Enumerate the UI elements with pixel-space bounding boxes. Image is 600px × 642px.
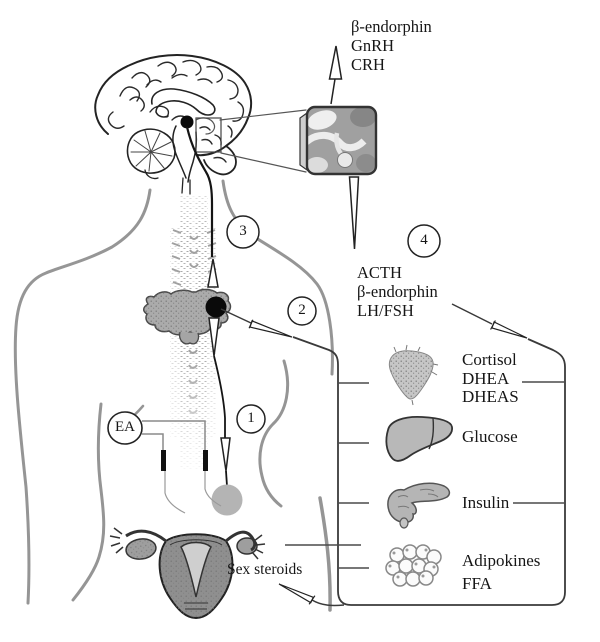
step-circle-1 xyxy=(236,404,266,434)
adipose-hormones-label: Adipokines FFA xyxy=(462,549,540,595)
cerebellum xyxy=(126,128,176,180)
liver-hormone-label: Glucose xyxy=(462,427,518,447)
arrow-down-pituitary-output xyxy=(348,176,360,250)
central-axis xyxy=(185,126,243,516)
label-adipokines: Adipokines xyxy=(462,551,541,570)
spinal-dot xyxy=(205,296,227,318)
arrow-up-hormones xyxy=(328,45,343,80)
label-gnrh: GnRH xyxy=(351,36,395,55)
step-label-2: 2 xyxy=(298,301,306,318)
step-circle-4 xyxy=(407,224,441,258)
label-glucose: Glucose xyxy=(462,427,518,446)
arrow-down-to-ovary xyxy=(220,437,231,472)
label-dhea: DHEA xyxy=(462,368,510,388)
step-label-3: 3 xyxy=(239,222,247,239)
adrenal-gland-icon xyxy=(388,344,439,406)
ea-circle xyxy=(107,411,143,445)
pituitary-hormones-label: ACTH β-endorphin LH/FSH xyxy=(357,263,438,320)
needle-sex-steroids xyxy=(278,583,315,604)
needles xyxy=(248,319,528,605)
hypothalamus-hormones-label: β-endorphin GnRH CRH xyxy=(351,17,432,74)
brain-icon xyxy=(94,54,307,195)
needle-2 xyxy=(249,320,293,338)
uterus-icon xyxy=(109,527,266,620)
label-dheas: DHEAS xyxy=(462,387,519,406)
pituitary-inset xyxy=(299,105,378,176)
step-circle-2 xyxy=(287,296,317,326)
inset-arrows xyxy=(328,45,360,250)
hypothalamus-dot xyxy=(180,115,194,129)
adrenal-hormones-label: Cortisol DHEA DHEAS xyxy=(462,350,519,407)
ea-needle-left xyxy=(161,450,166,471)
step-circle-3 xyxy=(226,215,260,249)
label-beta-endorphin-mid: β-endorphin xyxy=(357,282,438,301)
step-circles xyxy=(226,215,441,434)
pancreas-hormone-label: Insulin xyxy=(462,493,510,513)
ea-wires xyxy=(142,420,206,451)
label-ffa: FFA xyxy=(462,574,492,593)
ovary-target-circle xyxy=(211,484,243,516)
label-lh-fsh: LH/FSH xyxy=(357,301,414,320)
panel-bracket xyxy=(220,303,566,607)
label-acth: ACTH xyxy=(357,263,402,282)
label-crh: CRH xyxy=(351,55,385,74)
ea-needle-right xyxy=(203,450,208,471)
step-label-4: 4 xyxy=(420,231,428,248)
ea-stimulator xyxy=(107,411,222,514)
label-cortisol: Cortisol xyxy=(462,350,517,369)
label-insulin: Insulin xyxy=(462,493,510,512)
label-beta-endorphin-top: β-endorphin xyxy=(351,17,432,36)
adipose-tissue-icon xyxy=(385,544,442,587)
zoom-region-rect xyxy=(195,117,222,153)
arrow-down-from-dot xyxy=(208,317,220,357)
liver-icon xyxy=(385,416,454,462)
body-outline xyxy=(13,179,334,612)
pancreas-icon xyxy=(387,482,451,529)
needle-4 xyxy=(491,321,528,339)
ea-label: EA xyxy=(115,418,135,435)
sex-steroids-label: Sex steroids xyxy=(227,561,303,578)
step-label-1: 1 xyxy=(247,409,255,426)
fimbriae xyxy=(109,527,266,560)
arrow-up-to-brain xyxy=(207,258,219,288)
